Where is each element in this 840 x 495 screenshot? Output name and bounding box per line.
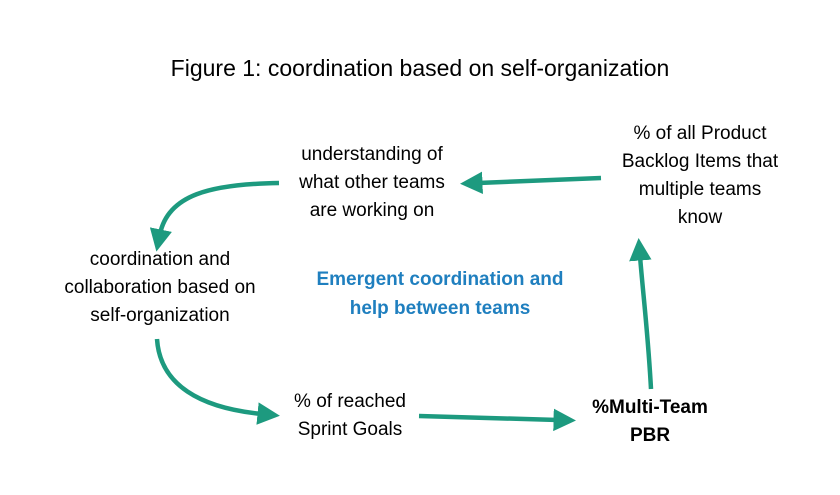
node-line: Sprint Goals xyxy=(297,419,403,440)
arrow-multi-team-pbr-to-pbi xyxy=(629,238,654,390)
figure-title: Figure 1: coordination based on self-org… xyxy=(170,55,670,81)
node-line: PBR xyxy=(629,425,671,446)
arrow-understanding-to-coordination xyxy=(149,180,280,252)
node-product-backlog-items: % of all Product Backlog Items that mult… xyxy=(600,120,800,232)
node-sprint-goals: % of reached Sprint Goals xyxy=(270,388,430,444)
node-multi-team-pbr: %Multi-Team PBR xyxy=(570,394,730,450)
node-line: understanding of xyxy=(301,144,443,165)
center-label-line: help between teams xyxy=(349,298,531,319)
node-line: %Multi-Team xyxy=(592,397,708,418)
node-coordination: coordination and collaboration based on … xyxy=(40,246,280,330)
node-line: collaboration based on xyxy=(64,277,256,298)
node-line: coordination and xyxy=(89,249,231,270)
arrow-sprint-goals-to-multi-team-pbr xyxy=(418,408,576,432)
node-understanding: understanding of what other teams are wo… xyxy=(272,141,472,225)
node-line: multiple teams xyxy=(638,179,762,200)
node-line: are working on xyxy=(309,200,435,221)
center-label-line: Emergent coordination and xyxy=(316,269,564,290)
node-line: % of reached xyxy=(294,391,406,412)
center-label: Emergent coordination and help between t… xyxy=(290,265,590,323)
node-line: Backlog Items that xyxy=(621,151,779,172)
arrow-coordination-to-sprint-goals xyxy=(154,338,280,425)
node-line: self-organization xyxy=(90,305,230,326)
arrow-pbi-to-understanding xyxy=(460,171,602,195)
node-line: know xyxy=(677,207,723,228)
node-line: % of all Product xyxy=(633,123,767,144)
node-line: what other teams xyxy=(299,172,445,193)
